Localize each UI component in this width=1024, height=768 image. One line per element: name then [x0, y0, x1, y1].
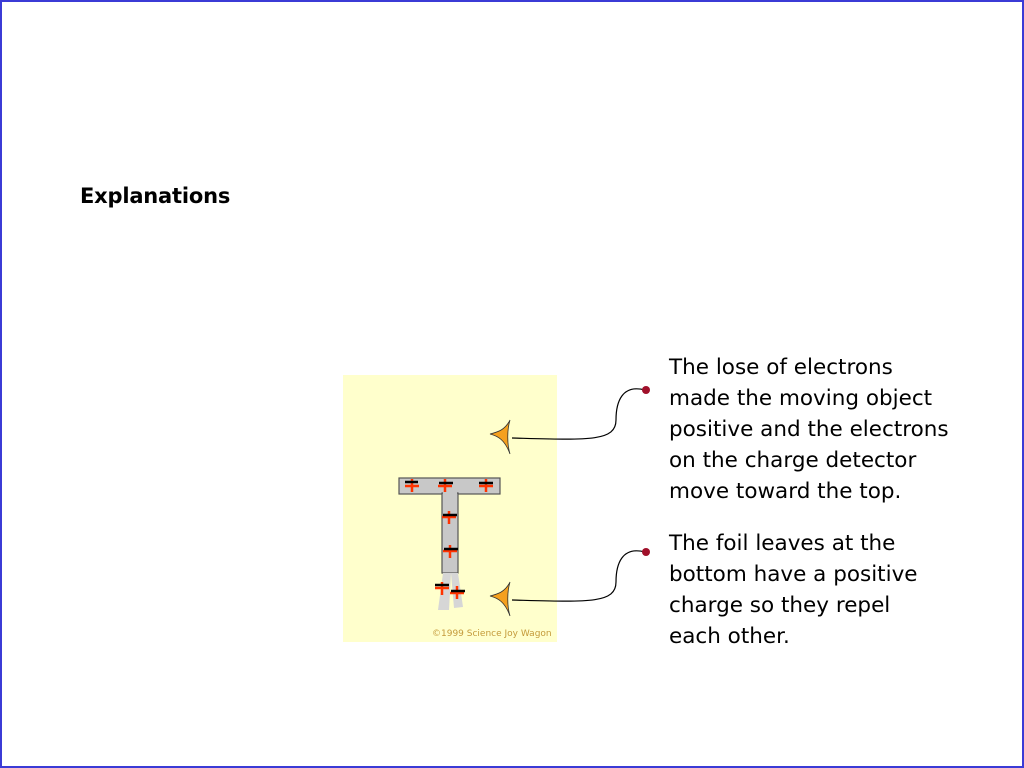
- charge-pair: [435, 582, 449, 595]
- callout-line: charge so they repel: [669, 593, 891, 618]
- callout-line: positive and the electrons: [669, 417, 949, 442]
- charge-pair: [405, 479, 419, 492]
- charge-pair: [438, 479, 453, 492]
- pointer-arrowhead: [489, 581, 511, 617]
- callout-connector-1: [489, 386, 650, 455]
- callout-text-1: The lose of electrons made the moving ob…: [669, 352, 989, 507]
- callout-line: each other.: [669, 624, 790, 649]
- callout-line: bottom have a positive: [669, 562, 918, 587]
- connector-dot: [642, 386, 650, 394]
- callout-line: on the charge detector: [669, 448, 917, 473]
- callout-line: made the moving object: [669, 386, 933, 411]
- pointer-arrowhead: [489, 419, 511, 455]
- charges: [405, 479, 493, 599]
- callout-connector-2: [489, 548, 650, 617]
- charge-pair: [443, 545, 458, 558]
- foil-leaf-left: [438, 573, 451, 610]
- callout-line: move toward the top.: [669, 479, 902, 504]
- callout-text-2: The foil leaves at the bottom have a pos…: [669, 528, 989, 652]
- charge-pair: [450, 586, 465, 599]
- copyright-notice: ©1999 Science Joy Wagon: [432, 629, 552, 639]
- callout-line: The foil leaves at the: [669, 531, 896, 556]
- slide-title: Explanations: [80, 184, 231, 208]
- charge-pair: [479, 479, 493, 492]
- charge-pair: [442, 511, 457, 524]
- callout-line: The lose of electrons: [669, 355, 893, 380]
- electroscope-stem: [441, 492, 459, 574]
- connector-dot: [642, 548, 650, 556]
- electroscope: [398, 477, 501, 610]
